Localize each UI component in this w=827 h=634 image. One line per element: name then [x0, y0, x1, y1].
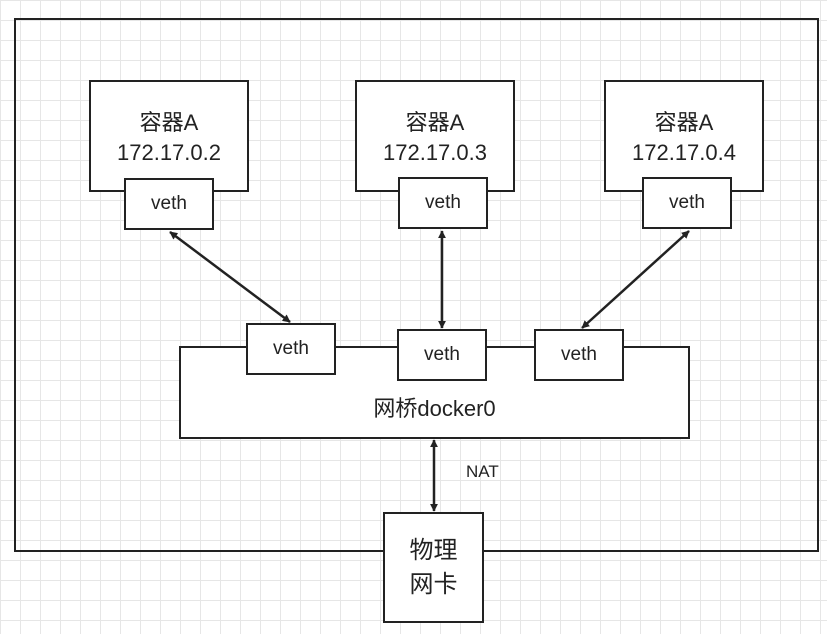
container-ip: 172.17.0.3 [383, 140, 487, 165]
physical-nic: 物理 网卡 [383, 512, 484, 623]
container-ip: 172.17.0.4 [632, 140, 736, 165]
container-box-3: 容器A 172.17.0.4 [604, 80, 764, 192]
container-name: 容器A [139, 110, 199, 135]
container-box-2: 容器A 172.17.0.3 [355, 80, 515, 192]
nat-label: NAT [466, 462, 499, 481]
arrow-container1-bridge [169, 231, 291, 323]
arrow-container3-bridge [581, 230, 690, 329]
bridge-veth-3: veth [534, 329, 624, 381]
nic-line2: 网卡 [409, 570, 458, 598]
container-box-1: 容器A 172.17.0.2 [89, 80, 249, 192]
bridge-label: 网桥docker0 [373, 396, 496, 421]
nic-line1: 物理 [409, 536, 458, 564]
container-ip: 172.17.0.2 [117, 140, 221, 165]
container-name: 容器A [405, 110, 465, 135]
container-veth-2: veth [398, 177, 488, 229]
container-name: 容器A [654, 110, 714, 135]
container-veth-3: veth [642, 177, 732, 229]
bridge-veth-2: veth [397, 329, 487, 381]
bridge-veth-1: veth [246, 323, 336, 375]
container-veth-1: veth [124, 178, 214, 230]
